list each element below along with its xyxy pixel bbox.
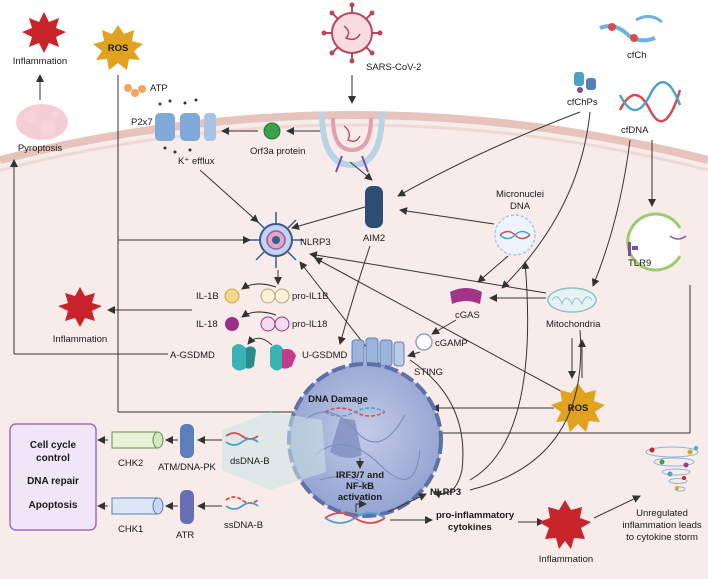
- u-gsdmd-icon: [270, 344, 296, 371]
- a-gsdmd-icon: [232, 344, 256, 371]
- micronuclei-dna-icon: [494, 214, 536, 256]
- il18-icon: [225, 317, 239, 331]
- ssdna-break-icon: [225, 496, 259, 510]
- mitochondria-icon: [547, 287, 597, 313]
- outcome-box: [9, 423, 97, 531]
- il1b-icon: [224, 288, 240, 304]
- storm-label-2: inflammation leads: [622, 520, 701, 531]
- pro-il1b-label: pro-IL1B: [292, 291, 328, 302]
- cell-membrane: [0, 111, 708, 164]
- cgas-icon: [450, 288, 482, 304]
- sting-label: STING: [414, 367, 443, 378]
- dsdna-break-icon: [225, 432, 259, 446]
- pro-inflammatory-label-2: cytokines: [448, 522, 492, 533]
- irf-label-1: IRF3/7 and: [336, 470, 384, 481]
- ssdna-label: ssDNA-B: [224, 520, 263, 531]
- chk2-icon: [111, 431, 164, 449]
- atr-icon: [180, 490, 194, 524]
- ros-top-label: ROS: [108, 43, 129, 54]
- outcome-cell-cycle-2: control: [36, 453, 70, 464]
- endosome-virus-entry-icon: [319, 111, 385, 173]
- p2x7-channel-icon: [155, 98, 216, 154]
- inflammation-bottom-label: Inflammation: [539, 554, 593, 565]
- ros-burst-top: [93, 25, 143, 70]
- storm-label-3: to cytokine storm: [626, 532, 698, 543]
- a-gsdmd-label: A-GSDMD: [170, 350, 215, 361]
- u-gsdmd-label: U-GSDMD: [302, 350, 348, 361]
- dna-damage-label: DNA Damage: [308, 394, 368, 405]
- micronuclei-label-1: Micronuclei: [496, 189, 544, 200]
- chk1-icon: [111, 497, 164, 515]
- irf-label-2: NF-kB: [346, 481, 374, 492]
- atr-label: ATR: [176, 530, 194, 541]
- aim2-icon: [365, 186, 383, 228]
- chk1-label: CHK1: [118, 524, 143, 535]
- outcome-apoptosis: Apoptosis: [29, 500, 78, 511]
- k-efflux-label: K⁺ efflux: [178, 156, 215, 167]
- cgas-label: cGAS: [455, 310, 480, 321]
- cgamp-label: cGAMP: [435, 338, 468, 349]
- inflammation-burst-top: [22, 12, 66, 53]
- atm-dna-pk-label: ATM/DNA-PK: [158, 462, 217, 473]
- pro-il18-icon: [260, 316, 290, 332]
- cfch-chromatin-icon: [599, 15, 663, 43]
- atp-molecule-icon: [124, 84, 146, 97]
- nlrp3-nucleus-label: NLRP3: [430, 487, 461, 498]
- sars-cov-2-label: SARS-CoV-2: [366, 62, 421, 73]
- pyroptosis-cell-icon: [16, 104, 68, 140]
- cfchps-particle-icon: [574, 72, 596, 93]
- inflammation-mid-label: Inflammation: [53, 334, 107, 345]
- inflammation-top-label: Inflammation: [13, 56, 67, 67]
- sars-cov-2-virus-icon: [321, 2, 383, 64]
- outcome-cell-cycle-1: Cell cycle: [30, 440, 77, 451]
- outcome-dna-repair: DNA repair: [27, 476, 79, 487]
- dsdna-label: dsDNA-B: [230, 456, 270, 467]
- p2x7-label: P2x7: [131, 117, 153, 128]
- atp-label: ATP: [150, 83, 168, 94]
- cytokine-storm-icon: [645, 446, 699, 492]
- orf3a-label: Orf3a protein: [250, 146, 305, 157]
- tlr9-label: TLR9: [628, 258, 651, 269]
- pro-inflammatory-label-1: pro-inflammatory: [436, 510, 515, 521]
- irf-label-3: activation: [338, 492, 383, 503]
- cfdna-helix-icon: [618, 81, 682, 123]
- tlr9-endosome-icon: [626, 212, 687, 272]
- damaged-dna-icon: [324, 407, 386, 417]
- pro-il1b-icon: [260, 288, 290, 304]
- ros-burst-mid: [551, 383, 605, 432]
- pyroptosis-label: Pyroptosis: [18, 143, 63, 154]
- nlrp3-inflammasome-icon: [248, 212, 304, 268]
- pro-il18-label: pro-IL18: [292, 319, 327, 330]
- orf3a-protein-icon: [263, 122, 281, 140]
- il1b-label: IL-1B: [196, 291, 219, 302]
- il18-label: IL-18: [196, 319, 218, 330]
- ros-mid-label: ROS: [568, 403, 589, 414]
- cfdna-label: cfDNA: [621, 125, 649, 136]
- sting-icon: [351, 337, 405, 367]
- cfchps-label: cfChPs: [567, 97, 598, 108]
- chk2-label: CHK2: [118, 458, 143, 469]
- atm-dna-pk-icon: [180, 424, 194, 458]
- cfch-label: cfCh: [627, 50, 647, 61]
- mitochondria-label: Mitochondria: [546, 319, 601, 330]
- cgamp-icon: [415, 333, 433, 351]
- inflammation-burst-bottom: [539, 500, 591, 549]
- micronuclei-label-2: DNA: [510, 201, 531, 212]
- transcription-dna-icon: [324, 500, 386, 524]
- storm-label-1: Unregulated: [636, 508, 688, 519]
- aim2-label: AIM2: [363, 233, 385, 244]
- inflammation-burst-mid: [58, 287, 102, 327]
- nlrp3-label: NLRP3: [300, 237, 331, 248]
